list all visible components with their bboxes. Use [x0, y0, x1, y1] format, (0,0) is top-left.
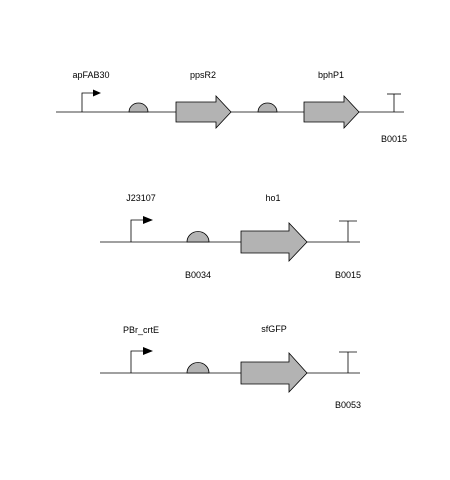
construct-3-promoter-label: PBr_crtE [123, 325, 159, 335]
construct-3-terminator-icon [339, 351, 357, 373]
construct-2-gene-1-arrow-icon [240, 221, 308, 263]
construct-2-promoter [130, 216, 153, 242]
construct-1-gene-1-label: ppsR2 [190, 70, 216, 80]
construct-2-terminator-label: B0015 [335, 270, 361, 280]
construct-1-terminator-icon [387, 93, 401, 112]
construct-1-promoter [81, 89, 101, 112]
construct-1-gene-2-arrow-icon [303, 94, 360, 130]
construct-3-promoter [130, 347, 153, 373]
construct-3-rbs-1-icon [186, 362, 210, 374]
construct-1: apFAB30 ppsR2 bphP1 B0015 [56, 70, 407, 144]
promoter-arrowhead-icon [143, 216, 153, 224]
construct-1-gene-1-arrow-icon [175, 94, 232, 130]
construct-2-rbs-1-label: B0034 [185, 270, 211, 280]
promoter-arrowhead-icon [93, 89, 101, 97]
construct-1-rbs-1-icon [128, 102, 149, 113]
construct-2-promoter-label: J23107 [126, 193, 156, 203]
construct-2-terminator-icon [339, 220, 357, 242]
construct-1-promoter-label: apFAB30 [72, 70, 109, 80]
construct-1-gene-2-label: bphP1 [318, 70, 344, 80]
construct-3-gene-1-arrow-icon [240, 351, 308, 394]
construct-1-terminator-label: B0015 [381, 134, 407, 144]
construct-3-terminator-label: B0053 [335, 400, 361, 410]
construct-2-rbs-1-icon [186, 231, 210, 243]
promoter-arrow-icon [130, 219, 144, 242]
construct-2: J23107 B0034 ho1 B0015 [100, 193, 361, 280]
construct-3-gene-1-label: sfGFP [261, 324, 287, 334]
construct-1-rbs-2-icon [257, 102, 278, 113]
construct-3: PBr_crtE sfGFP B0053 [100, 324, 361, 410]
promoter-arrow-icon [81, 92, 93, 112]
construct-2-gene-1-label: ho1 [265, 193, 280, 203]
promoter-arrow-icon [130, 350, 144, 373]
promoter-arrowhead-icon [143, 347, 153, 355]
